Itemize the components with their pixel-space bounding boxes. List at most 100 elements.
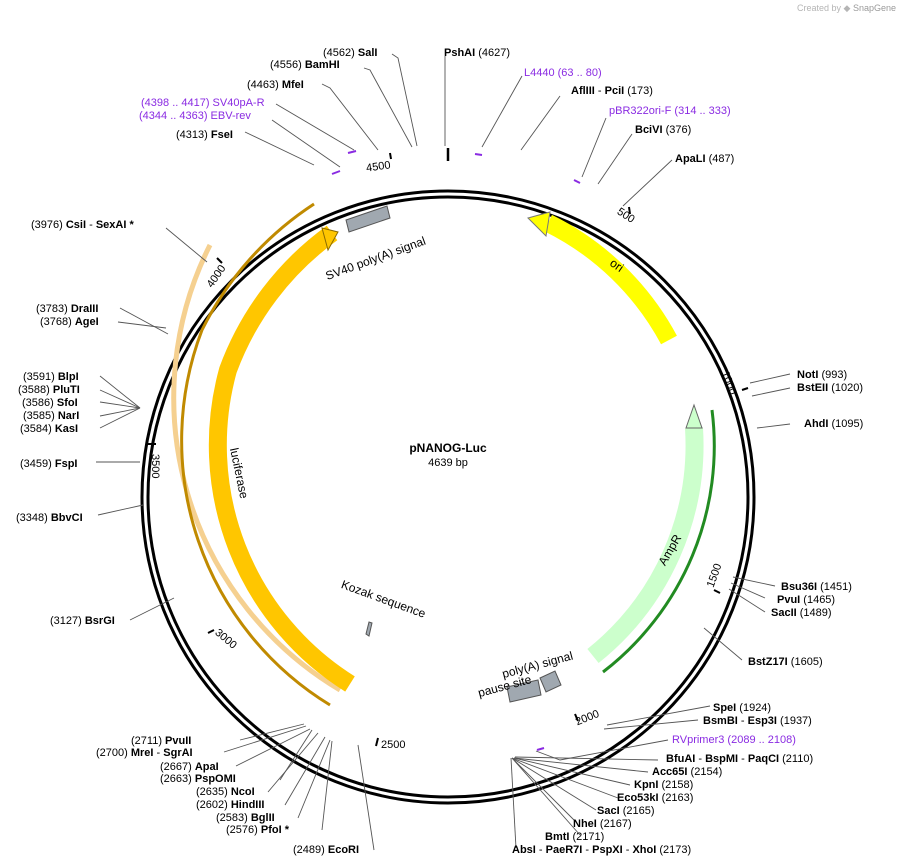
- site-label-ahdi: AhdI (1095): [804, 418, 863, 430]
- ori-feature[interactable]: ori: [527, 211, 677, 345]
- site-label-ahdi-part: (1095): [828, 418, 863, 430]
- luciferase-arc: [208, 225, 355, 692]
- tick-label-3500: 3500: [149, 454, 161, 478]
- site-label-acc65i-part: Acc65I: [652, 766, 687, 778]
- site-label-bglii-part: (2583): [216, 812, 251, 824]
- site-label-pfoi-part: (2576): [226, 824, 261, 836]
- site-label-pshai-part: PshAI: [444, 47, 475, 59]
- site-label-absi-part: -: [623, 844, 633, 856]
- site-label-bsu36i-part: (1451): [817, 581, 852, 593]
- site-label-bamhi-part: (4556): [270, 59, 305, 71]
- site-label-bcivi-part: (376): [663, 124, 692, 136]
- site-label-bsmbi-part: Esp3I: [748, 715, 777, 727]
- site-label-bsmbi: BsmBI - Esp3I (1937): [703, 715, 812, 727]
- site-label-pvui-part: PvuI: [777, 594, 800, 606]
- site-label-bbvci: (3348) BbvCI: [16, 512, 83, 524]
- site-label-sfoi: (3586) SfoI: [22, 397, 78, 409]
- kozak-label: Kozak sequence: [339, 577, 427, 621]
- primer-marks: [331, 150, 581, 751]
- site-label-ebv-part: (4344 .. 4363) EBV-rev: [139, 110, 251, 122]
- site-label-kpni: KpnI (2158): [634, 779, 693, 791]
- site-label-bsu36i: Bsu36I (1451): [781, 581, 852, 593]
- site-label-csii-part: CsiI: [66, 219, 86, 231]
- credit-prefix: Created by: [796, 3, 841, 13]
- backbone-inner-ring: [146, 195, 750, 799]
- site-label-pspomi: (2663) PspOMI: [160, 773, 236, 785]
- site-label-eco53ki-part: Eco53kI: [617, 792, 659, 804]
- site-label-agei-part: AgeI: [75, 316, 99, 328]
- site-label-bfuai-part: BspMI: [705, 753, 738, 765]
- tick-label-1000: 1000: [719, 369, 739, 396]
- site-label-kpni-part: (2158): [658, 779, 693, 791]
- ampr-orf-arc: [602, 409, 716, 674]
- site-label-bstz17i-part: (1605): [788, 656, 823, 668]
- site-label-spei-part: (1924): [736, 702, 771, 714]
- luciferase-feature[interactable]: luciferase: [171, 202, 355, 707]
- site-labels: (4562) SalI PshAI (4627) (4556) BamHI L4…: [16, 47, 863, 856]
- site-label-draiii-part: (3783): [36, 303, 71, 315]
- site-label-ebv: (4344 .. 4363) EBV-rev: [139, 110, 251, 122]
- site-label-bcivi: BciVI (376): [635, 124, 691, 136]
- site-label-bamhi: (4556) BamHI: [270, 59, 340, 71]
- site-label-mrei-part: SgrAI: [163, 747, 192, 759]
- site-label-kasi: (3584) KasI: [20, 423, 78, 435]
- site-label-fspi: (3459) FspI: [20, 458, 77, 470]
- site-label-pvuii-part: (2711): [131, 735, 165, 747]
- site-label-bsmbi-part: BsmBI: [703, 715, 738, 727]
- site-label-absi-part: -: [536, 844, 546, 856]
- site-label-sfoi-part: SfoI: [57, 397, 78, 409]
- site-label-rvprimer: RVprimer3 (2089 .. 2108): [672, 734, 796, 746]
- site-label-absi-part: XhoI: [632, 844, 656, 856]
- site-label-mfei: (4463) MfeI: [247, 79, 304, 91]
- backbone-outer-ring: [140, 189, 756, 805]
- tick-label-2500: 2500: [381, 739, 405, 751]
- site-label-saci-part: SacI: [597, 805, 620, 817]
- site-label-rvprimer-part: RVprimer3 (2089 .. 2108): [672, 734, 796, 746]
- site-label-afliii: AflIII - PciI (173): [571, 85, 653, 97]
- tick-label-4500: 4500: [365, 159, 391, 174]
- site-label-bstz17i: BstZ17I (1605): [748, 656, 823, 668]
- site-label-fspi-part: FspI: [55, 458, 78, 470]
- site-label-pspomi-part: (2663): [160, 773, 195, 785]
- site-label-pspomi-part: PspOMI: [195, 773, 236, 785]
- site-label-kasi-part: KasI: [55, 423, 78, 435]
- site-label-noti: NotI (993): [797, 369, 847, 381]
- site-label-afliii-part: (173): [624, 85, 653, 97]
- site-label-apali-part: (487): [706, 153, 735, 165]
- ampr-feature[interactable]: AmpR: [587, 403, 716, 674]
- site-label-bamhi-part: BamHI: [305, 59, 340, 71]
- site-label-eco53ki-part: (2163): [659, 792, 694, 804]
- site-label-pfoi: (2576) PfoI *: [226, 824, 290, 836]
- luciferase-orf-arc: [180, 202, 331, 707]
- credit-brand: SnapGene: [852, 3, 896, 13]
- sv40-polya-label: SV40 poly(A) signal: [324, 234, 428, 283]
- site-label-csii-part: -: [86, 219, 96, 231]
- polya-pause-features[interactable]: poly(A) signal pause site: [476, 649, 574, 703]
- site-label-absi: AbsI - PaeR7I - PspXI - XhoI (2173): [512, 844, 691, 856]
- site-label-apai-part: ApaI: [195, 761, 219, 773]
- site-label-sali-part: (4562): [323, 47, 358, 59]
- kozak-feature[interactable]: Kozak sequence: [339, 577, 428, 637]
- site-label-bsrgi-part: BsrGI: [85, 615, 115, 627]
- site-label-agei-part: (3768): [40, 316, 75, 328]
- site-label-afliii-part: -: [595, 85, 605, 97]
- site-label-blpi-part: BlpI: [58, 371, 79, 383]
- ori-arc: [543, 214, 677, 345]
- site-label-afliii-part: PciI: [605, 85, 625, 97]
- site-label-bcivi-part: BciVI: [635, 124, 663, 136]
- site-label-fspi-part: (3459): [20, 458, 55, 470]
- site-label-sfoi-part: (3586): [22, 397, 57, 409]
- site-label-fsei: (4313) FseI: [176, 129, 233, 141]
- ampr-arc: [587, 427, 704, 664]
- site-label-pvui: PvuI (1465): [777, 594, 835, 606]
- site-label-pshai: PshAI (4627): [444, 47, 510, 59]
- site-label-pvuii-part: PvuII: [165, 735, 191, 747]
- site-label-bmti-part: BmtI: [545, 831, 569, 843]
- site-label-bsmbi-part: -: [738, 715, 748, 727]
- site-label-bfuai-part: (2110): [779, 753, 813, 765]
- site-label-bsteii-part: BstEII: [797, 382, 828, 394]
- site-label-ncoi-part: (2635): [196, 786, 231, 798]
- site-label-bsmbi-part: (1937): [777, 715, 812, 727]
- site-label-pshai-part: (4627): [475, 47, 510, 59]
